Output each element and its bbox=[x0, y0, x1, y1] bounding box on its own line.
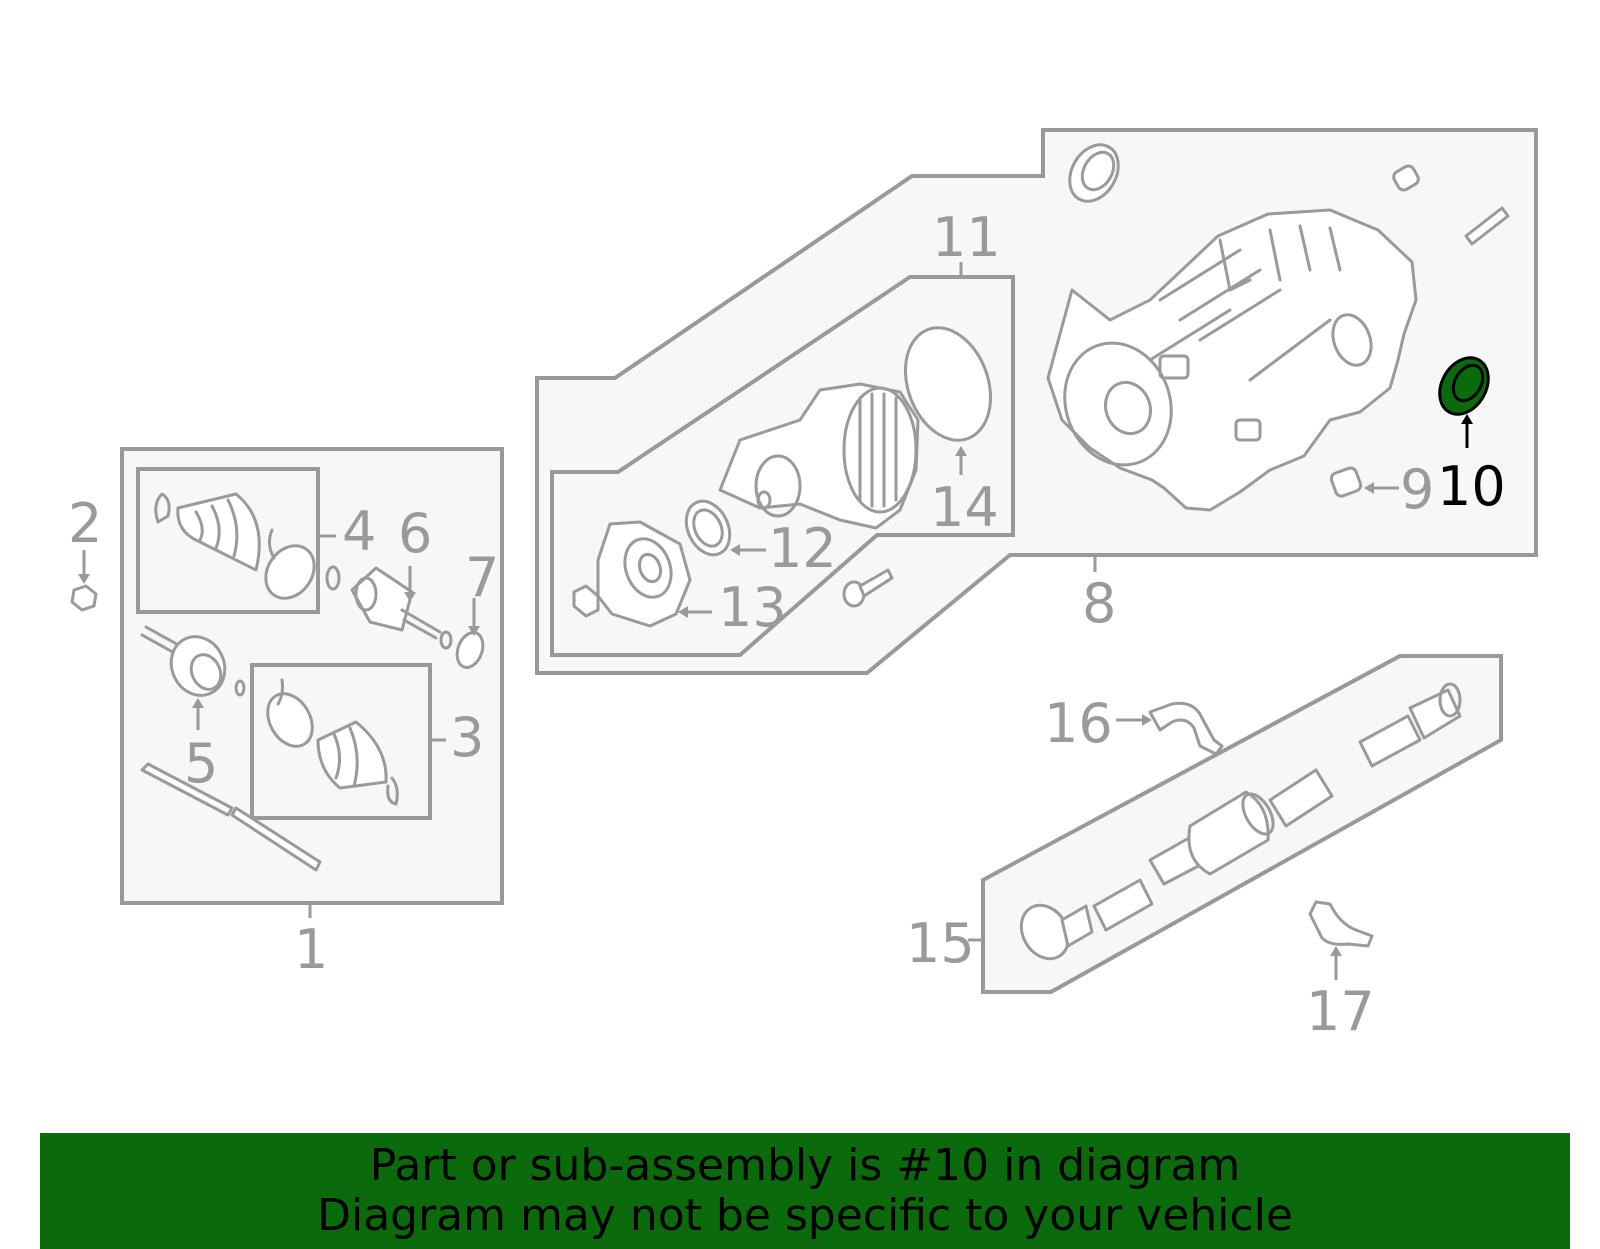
callout-17[interactable]: 17 bbox=[1306, 980, 1375, 1043]
dowel-pin-part[interactable] bbox=[1464, 206, 1510, 246]
callout-14[interactable]: 14 bbox=[930, 476, 999, 539]
callout-7[interactable]: 7 bbox=[465, 546, 499, 609]
parts-diagram: 1 2 3 4 5 6 7 8 9 10 11 12 13 14 15 16 1… bbox=[68, 128, 1538, 1043]
axle-shaft-panel bbox=[120, 447, 504, 905]
callout-4[interactable]: 4 bbox=[342, 500, 376, 563]
callout-13[interactable]: 13 bbox=[718, 576, 787, 639]
driveshaft-part[interactable] bbox=[1012, 682, 1462, 967]
pinion-housing-part[interactable] bbox=[718, 382, 920, 530]
callout-6[interactable]: 6 bbox=[398, 502, 432, 565]
center-bearing-bracket-part[interactable] bbox=[1148, 701, 1224, 756]
nut-part[interactable] bbox=[70, 584, 98, 612]
callout-2[interactable]: 2 bbox=[68, 492, 102, 555]
callout-10[interactable]: 10 bbox=[1437, 455, 1506, 518]
callout-1[interactable]: 1 bbox=[294, 918, 328, 981]
snap-ring-part[interactable] bbox=[453, 629, 488, 671]
highlighted-seal-part[interactable] bbox=[1430, 349, 1498, 423]
gasket-part[interactable] bbox=[678, 494, 738, 562]
callout-5[interactable]: 5 bbox=[184, 732, 218, 795]
differential-housing-part[interactable] bbox=[1046, 208, 1418, 512]
o-ring-part[interactable] bbox=[891, 316, 1006, 452]
banner-line-part-number: Part or sub-assembly is #10 in diagram bbox=[369, 1140, 1241, 1191]
callout-9[interactable]: 9 bbox=[1400, 458, 1434, 521]
callout-3[interactable]: 3 bbox=[450, 706, 484, 769]
callout-8[interactable]: 8 bbox=[1082, 572, 1116, 635]
spacer-part[interactable] bbox=[1329, 466, 1363, 498]
outer-cv-joint-part[interactable] bbox=[140, 625, 246, 704]
inner-joint-part[interactable] bbox=[325, 565, 453, 650]
half-shaft-part[interactable] bbox=[140, 762, 322, 872]
callout-16[interactable]: 16 bbox=[1044, 692, 1113, 755]
driveshaft-panel bbox=[981, 654, 1503, 994]
callout-11[interactable]: 11 bbox=[932, 206, 1001, 269]
inner-boot-kit-part[interactable] bbox=[259, 678, 399, 806]
support-bracket-part[interactable] bbox=[1308, 900, 1374, 948]
bolt-part[interactable] bbox=[842, 568, 894, 608]
differential-panel bbox=[535, 128, 1538, 675]
axle-seal-part[interactable] bbox=[1060, 136, 1128, 210]
outer-boot-kit-part[interactable] bbox=[154, 492, 324, 608]
leader-lines bbox=[78, 262, 1473, 980]
callout-15[interactable]: 15 bbox=[906, 912, 975, 975]
pinion-nut-part[interactable] bbox=[572, 584, 600, 618]
info-banner: Part or sub-assembly is #10 in diagram D… bbox=[40, 1133, 1570, 1249]
flange-part[interactable] bbox=[596, 520, 692, 628]
callout-12[interactable]: 12 bbox=[768, 517, 837, 580]
banner-line-disclaimer: Diagram may not be specific to your vehi… bbox=[317, 1190, 1293, 1241]
callout-labels: 1 2 3 4 5 6 7 8 9 10 11 12 13 14 15 16 1… bbox=[68, 206, 1506, 1043]
bushing-part[interactable] bbox=[1391, 164, 1420, 192]
